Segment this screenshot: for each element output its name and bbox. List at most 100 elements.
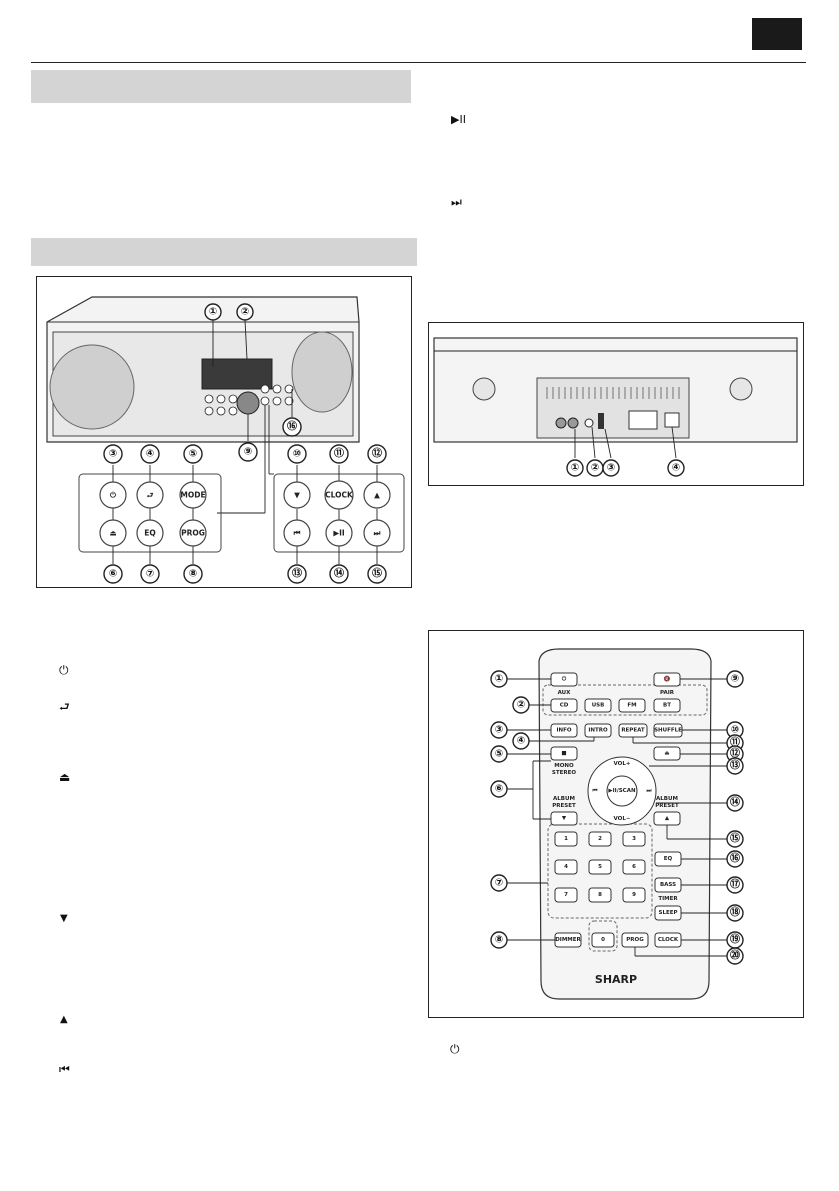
remote-fm-label: FM xyxy=(627,703,636,709)
remote-digit-4: 4 xyxy=(564,864,568,870)
remote-usb-label: USB xyxy=(592,703,605,709)
next-track-icon: ⏭ xyxy=(374,529,382,538)
eq-label: EQ xyxy=(144,529,156,538)
callout-14: ⑭ xyxy=(334,567,344,580)
play-pause-icon: ▶II xyxy=(333,529,345,538)
power-icon: ⏻ xyxy=(59,663,69,677)
remote-callout-5: ⑤ xyxy=(495,749,503,760)
remote-dimmer-label: DIMMER xyxy=(555,937,581,943)
prev-button xyxy=(283,519,311,547)
remote-eject-icon: ⏏ xyxy=(664,751,669,757)
remote-aux-label: AUX xyxy=(558,690,572,696)
callout-7: ⑦ xyxy=(146,569,154,580)
next-button xyxy=(363,519,391,547)
callout-12: ⑫ xyxy=(372,447,382,460)
section-heading-bar-1 xyxy=(31,70,411,103)
front-panel-drawing: ⏻ ⮐ MODE ⏏ EQ PROG ▼ CLOCK ▲ ⏮ ▶II ⏭ ① ②… xyxy=(46,296,405,584)
remote-callout-1: ① xyxy=(495,674,503,685)
remote-digit-3: 3 xyxy=(632,836,636,842)
remote-brand-logo: SHARP xyxy=(595,973,637,986)
remote-vol-up-label: VOL+ xyxy=(614,761,631,767)
play-pause-button xyxy=(325,519,353,547)
remote-bass-label: BASS xyxy=(660,882,676,888)
remote-callout-20: ⑳ xyxy=(730,949,740,962)
remote-intro-label: INTRO xyxy=(588,728,608,734)
remote-album-label-right: ALBUM xyxy=(656,796,678,802)
callout-2: ② xyxy=(241,307,249,318)
down-arrow-icon: ▼ xyxy=(294,491,300,500)
front-panel-figure: ⏻ ⮐ MODE ⏏ EQ PROG ▼ CLOCK ▲ ⏮ ▶II ⏭ ① ②… xyxy=(36,276,412,588)
rear-panel-figure: ① ② ③ ④ xyxy=(428,322,804,486)
remote-clock-label: CLOCK xyxy=(658,937,679,943)
callout-10: ⑩ xyxy=(293,449,301,460)
remote-vol-down-label: VOL− xyxy=(614,816,631,822)
remote-info-label: INFO xyxy=(556,728,571,734)
remote-up-icon: ▲ xyxy=(665,816,670,822)
remote-callout-13: ⑬ xyxy=(730,759,740,772)
callout-5: ⑤ xyxy=(189,449,197,460)
remote-callout-14: ⑭ xyxy=(730,796,740,809)
remote-power-icon: ⏻ xyxy=(450,1042,460,1056)
remote-timer-label: TIMER xyxy=(658,896,678,902)
remote-repeat-label: REPEAT xyxy=(621,728,645,734)
remote-preset-label-right: PRESET xyxy=(655,803,679,809)
input-button xyxy=(136,481,164,509)
clock-label: CLOCK xyxy=(325,491,354,500)
remote-next-icon: ⏭ xyxy=(647,788,652,794)
up-arrow-icon: ▲ xyxy=(374,491,380,500)
callout-15: ⑮ xyxy=(372,567,382,580)
header-rule xyxy=(31,62,806,63)
remote-callout-3: ③ xyxy=(495,725,503,736)
remote-bt-label: BT xyxy=(663,703,671,709)
remote-callout-17: ⑰ xyxy=(730,878,740,891)
remote-eq-label: EQ xyxy=(664,856,673,862)
remote-digit-1: 1 xyxy=(564,836,568,842)
remote-callout-9: ⑨ xyxy=(731,674,739,685)
language-tab xyxy=(752,18,802,50)
mode-button xyxy=(179,481,207,509)
remote-callout-6: ⑥ xyxy=(495,784,503,795)
callout-1: ① xyxy=(209,307,217,318)
remote-callout-16: ⑯ xyxy=(730,852,740,865)
remote-mute-icon: 🔇 xyxy=(664,676,671,683)
remote-down-icon: ▼ xyxy=(562,816,567,822)
remote-digit-6: 6 xyxy=(632,864,636,870)
down-arrow-icon: ▼ xyxy=(60,913,68,924)
input-icon: ⮐ xyxy=(147,491,155,500)
mode-label: MODE xyxy=(180,491,205,500)
remote-callout-4: ④ xyxy=(517,736,525,747)
callout-4: ④ xyxy=(146,449,154,460)
rear-callout-2: ② xyxy=(591,463,599,474)
rear-callout-1: ① xyxy=(571,463,579,474)
remote-digit-0: 0 xyxy=(601,937,605,943)
rear-panel-drawing: ① ② ③ ④ xyxy=(433,337,798,477)
remote-digit-9: 9 xyxy=(632,892,636,898)
remote-prev-icon: ⏮ xyxy=(593,788,598,794)
callout-11: ⑪ xyxy=(334,447,344,460)
eject-button xyxy=(99,519,127,547)
callout-13: ⑬ xyxy=(292,567,302,580)
remote-callout-8: ⑧ xyxy=(495,935,503,946)
clock-button xyxy=(324,480,354,510)
remote-mono-label: MONO xyxy=(554,763,574,769)
previous-track-icon: ⏮ xyxy=(59,1062,70,1076)
callout-3: ③ xyxy=(109,449,117,460)
callout-16: ⑯ xyxy=(287,420,297,433)
eq-button xyxy=(136,519,164,547)
eject-icon: ⏏ xyxy=(59,770,71,784)
remote-drawing: ⏻ 🔇 AUX PAIR CD USB FM BT INFO INTRO REP… xyxy=(490,648,744,1000)
previous-track-icon: ⏮ xyxy=(294,529,301,538)
remote-callout-11: ⑪ xyxy=(730,736,740,749)
next-track-icon: ⏭ xyxy=(451,195,462,209)
remote-shuffle-label: SHUFFLE xyxy=(654,728,682,734)
remote-callout-2: ② xyxy=(517,700,525,711)
remote-sleep-label: SLEEP xyxy=(658,910,677,916)
remote-digit-7: 7 xyxy=(564,892,568,898)
remote-play-scan-label: ▶II/SCAN xyxy=(608,788,636,794)
remote-callout-19: ⑲ xyxy=(730,933,740,946)
play-pause-icon: ▶II xyxy=(451,113,466,126)
eject-icon: ⏏ xyxy=(109,529,116,538)
remote-callout-12: ⑫ xyxy=(730,747,740,760)
prog-button xyxy=(179,519,207,547)
remote-album-label-left: ALBUM xyxy=(553,796,575,802)
